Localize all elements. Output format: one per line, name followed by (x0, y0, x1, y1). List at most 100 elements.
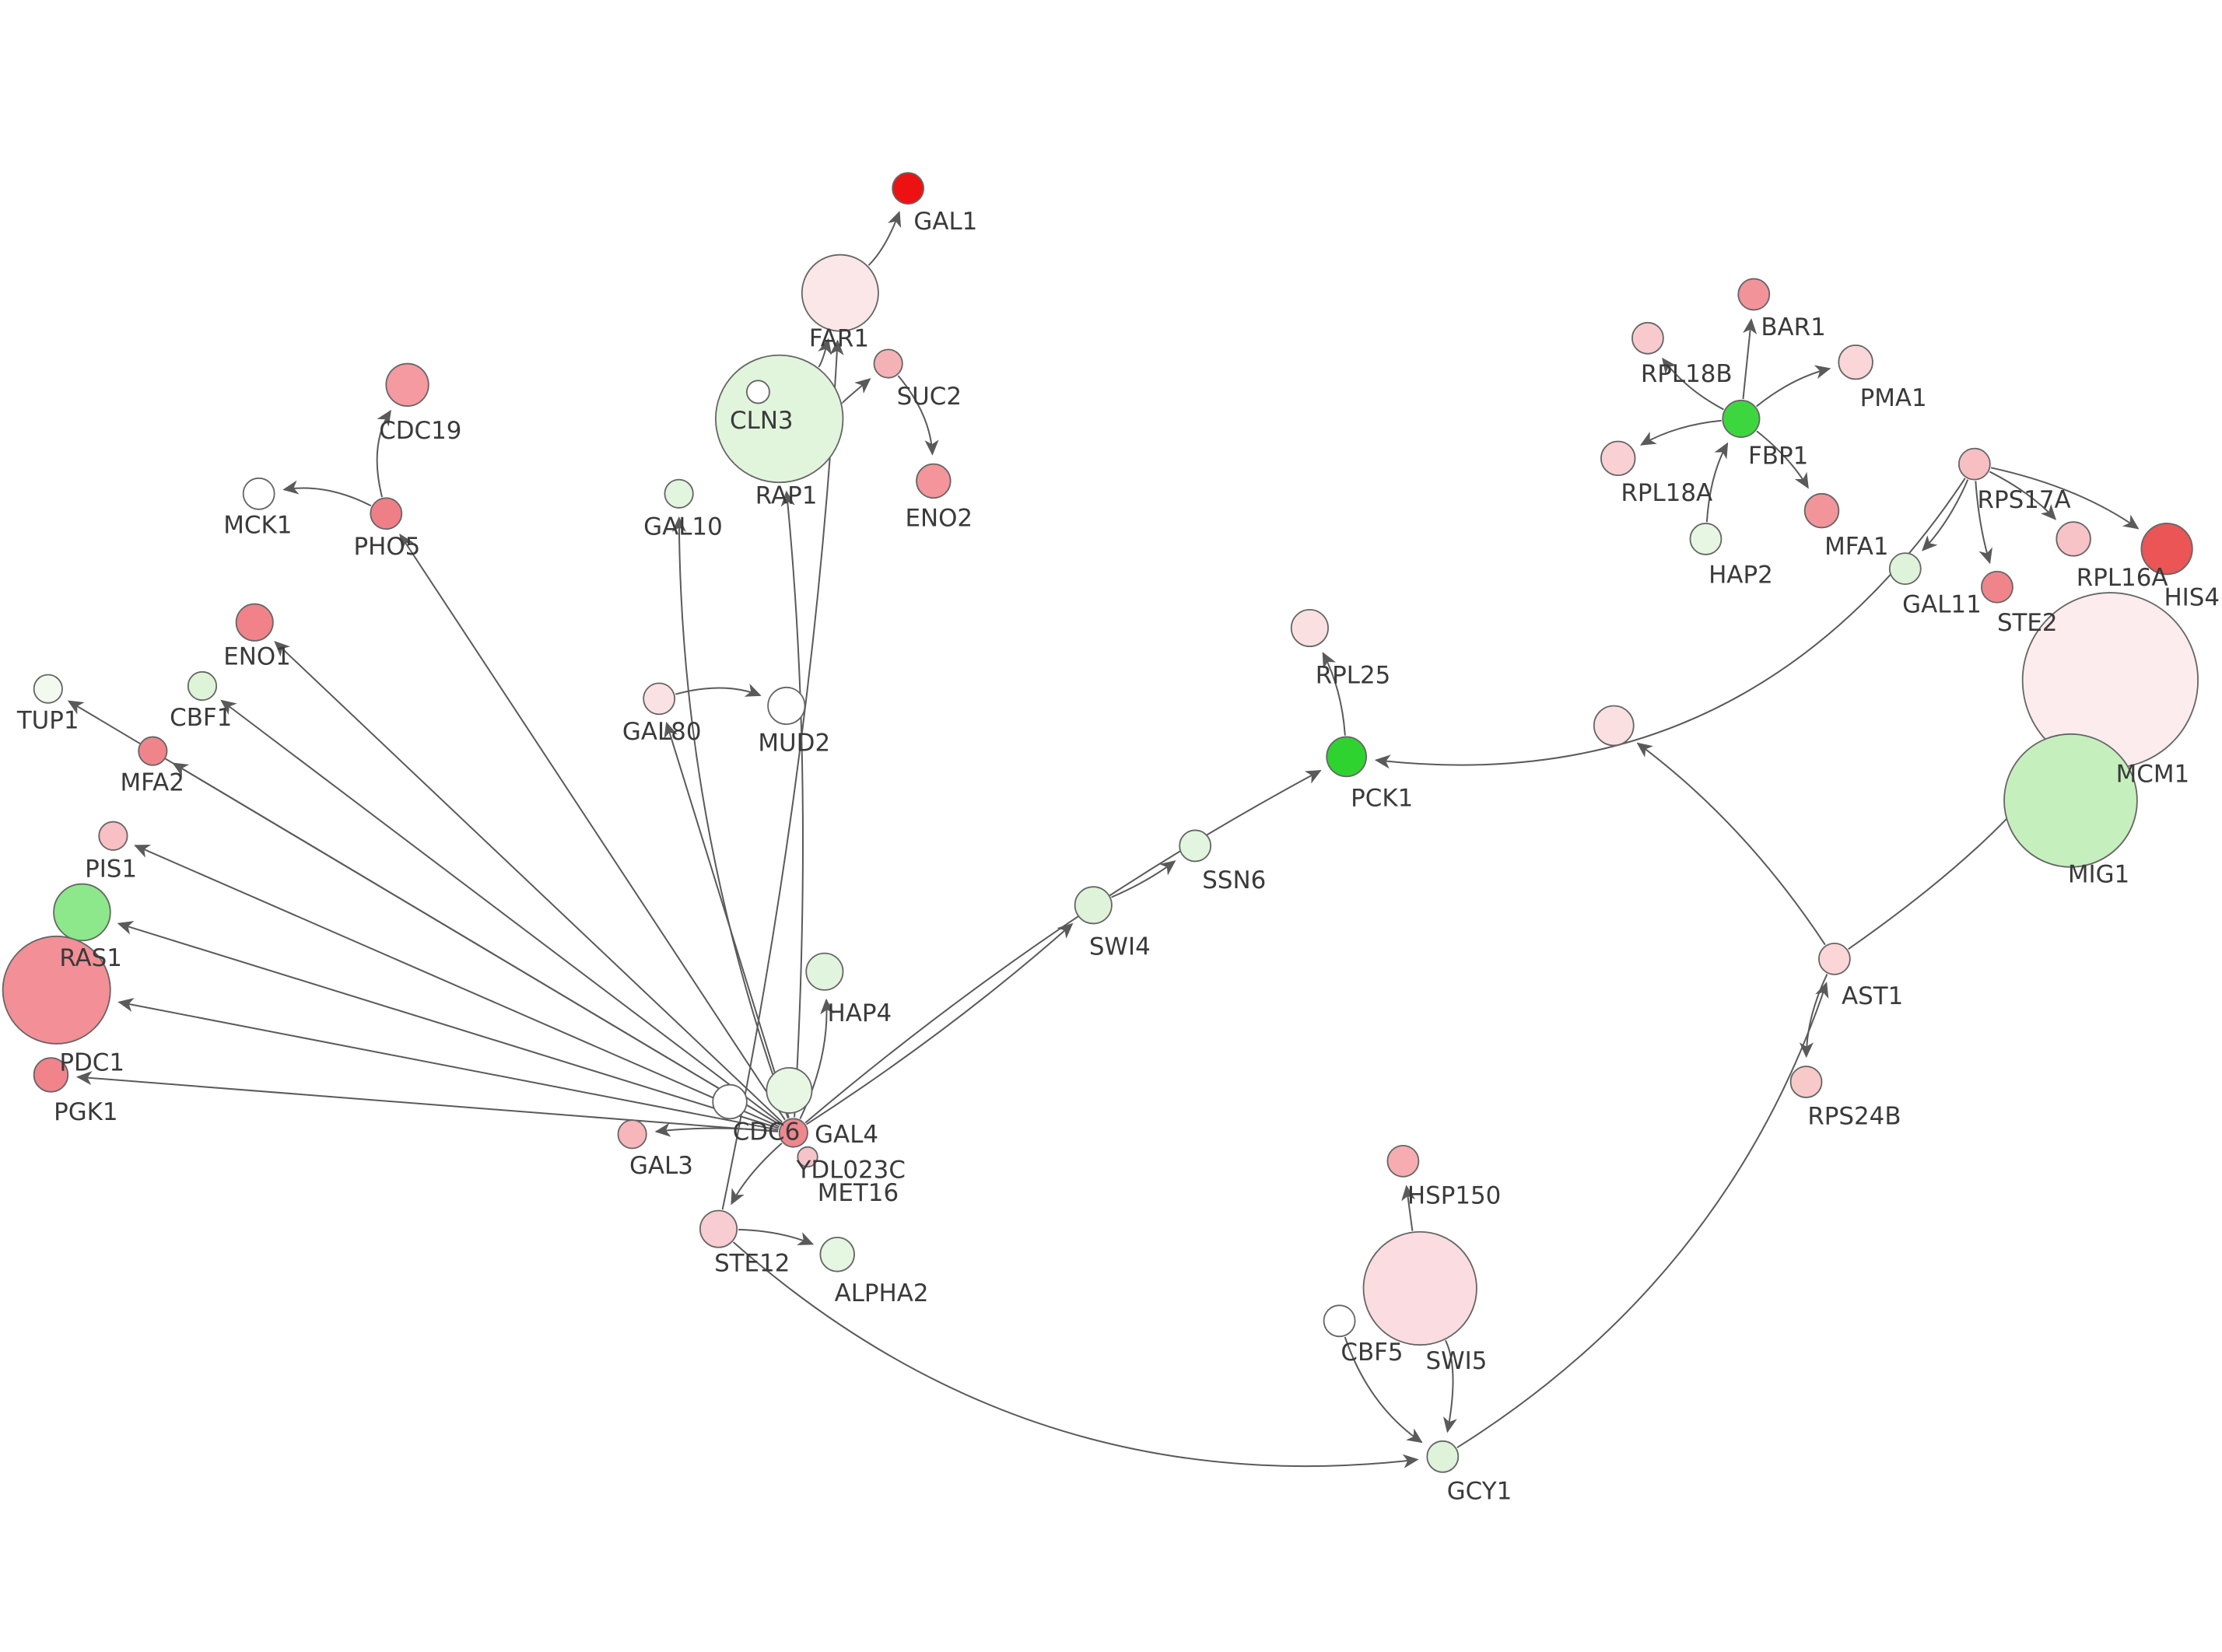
node-CDC6[interactable] (712, 1083, 748, 1120)
edge-STE12-ALPHA2[interactable] (738, 1228, 815, 1245)
edge-GAL4-SWI4[interactable] (806, 922, 1074, 1125)
node-FBP1[interactable] (1722, 399, 1761, 438)
nodes-layer (2, 172, 2199, 1473)
node-label-AST1: AST1 (1842, 982, 1903, 1010)
node-RPS17A[interactable] (1957, 447, 1991, 481)
node-label-SUC2: SUC2 (897, 383, 962, 411)
node-PDC1[interactable] (2, 935, 111, 1045)
edge-SWI5-HSP150[interactable] (1401, 1185, 1416, 1231)
node-MUD2[interactable] (767, 686, 806, 726)
edge-FBP1-BAR1[interactable] (1742, 318, 1758, 400)
edge-GAL4-PGK1[interactable] (75, 1071, 778, 1132)
node-SUC2[interactable] (873, 348, 903, 379)
node-GAL80[interactable] (643, 682, 676, 716)
edge-GAL4-PIS1[interactable] (134, 845, 780, 1128)
edge-GAL4-RAP1[interactable] (780, 490, 804, 1118)
node-RPL18B[interactable] (1631, 321, 1664, 355)
edge-FAR1-GAL1[interactable] (867, 211, 902, 266)
edge-STE12-GCY1[interactable] (732, 1241, 1419, 1468)
edge-GCY1-AST1[interactable] (1456, 982, 1829, 1449)
node-AST1[interactable] (1817, 942, 1851, 975)
node-HSP150[interactable] (1386, 1144, 1420, 1178)
edge-RPS17A-HIS4[interactable] (1990, 467, 2140, 530)
edge-GAL4-GAL3[interactable] (654, 1122, 779, 1137)
node-GAL11[interactable] (1888, 552, 1922, 586)
edge-RAP1-SUC2[interactable] (841, 378, 871, 404)
node-TUP1[interactable] (33, 674, 63, 704)
node-label-GAL4: GAL4 (815, 1121, 878, 1149)
node-BAR1[interactable] (1737, 278, 1771, 311)
node-RAS1[interactable] (53, 883, 111, 942)
edge-STE12-FAR1[interactable] (721, 339, 844, 1210)
edge-RPS17A-STE2[interactable] (1975, 481, 1992, 565)
node-HAP4[interactable] (805, 952, 844, 991)
node-PHO5[interactable] (370, 497, 403, 530)
edge-GAL4-RAS1[interactable] (117, 921, 780, 1129)
node-ALPHA2[interactable] (819, 1237, 855, 1272)
edge-GAL4-GAL10[interactable] (671, 516, 789, 1119)
node-HAP2[interactable] (1689, 523, 1723, 555)
node-GAL10[interactable] (664, 478, 694, 509)
node-STE2[interactable] (1981, 570, 2013, 604)
node-GCY1[interactable] (1426, 1440, 1460, 1473)
node-YDL023C[interactable] (766, 1066, 813, 1114)
node-MFA2[interactable] (138, 736, 168, 766)
edge-GAL4-CBF1[interactable] (220, 699, 782, 1125)
edge-FBP1-PMA1[interactable] (1756, 365, 1831, 408)
node-PCK1[interactable] (1326, 736, 1368, 778)
node-PMA1[interactable] (1838, 344, 1873, 380)
edge-RPS17A-PCK1[interactable] (1374, 478, 1966, 769)
edge-CBF5-GCY1[interactable] (1344, 1336, 1423, 1444)
node-CBF5[interactable] (1323, 1304, 1356, 1338)
node-SWI4[interactable] (1074, 886, 1113, 925)
edge-GAL4-PHO5[interactable] (399, 533, 786, 1121)
node-RPL16A[interactable] (2056, 521, 2091, 557)
edge-GAL4-MFA2[interactable] (172, 762, 781, 1126)
node-MET16[interactable] (797, 1146, 818, 1168)
node-RPS24B[interactable] (1789, 1066, 1823, 1098)
node-RPL25[interactable] (1290, 608, 1329, 648)
edge-PHO5-MCK1[interactable] (282, 480, 372, 507)
edge-PCK1-RPL25[interactable] (1322, 652, 1346, 736)
edge-SWI4-SSN6[interactable] (1111, 860, 1176, 898)
node-SWI5[interactable] (1362, 1230, 1477, 1346)
edge-FBP1-RPL18A[interactable] (1639, 419, 1722, 446)
edge-FBP1-MFA1[interactable] (1756, 430, 1809, 489)
node-CDC19[interactable] (385, 362, 429, 407)
edge-RPS17A-RPL16A[interactable] (1989, 471, 2057, 520)
node-MFA1[interactable] (1803, 492, 1840, 529)
node-ENO2[interactable] (916, 463, 952, 499)
edge-PHO5-CDC19[interactable] (376, 409, 391, 498)
edge-FBP1-RPL18B[interactable] (1662, 357, 1724, 411)
node-FAR1[interactable] (801, 254, 879, 332)
edge-HAP2-FBP1[interactable] (1705, 442, 1729, 523)
edge-RAP1-FAR1[interactable] (818, 338, 832, 368)
node-PGK1[interactable] (33, 1057, 69, 1093)
edge-GAL4-STE12[interactable] (731, 1143, 783, 1206)
edge-SUC2-ENO2[interactable] (897, 375, 939, 456)
node-RPL18A[interactable] (1600, 440, 1636, 477)
node-MCK1[interactable] (242, 477, 275, 510)
node-PIS1[interactable] (98, 821, 128, 851)
node-MIG1[interactable] (2003, 733, 2138, 868)
node-GAL1[interactable] (892, 172, 925, 205)
edge-GAL4-PCK1[interactable] (804, 770, 1322, 1124)
edge-AST1-NODE_U[interactable] (1636, 742, 1826, 946)
node-STE12[interactable] (699, 1209, 738, 1248)
node-ENO1[interactable] (235, 603, 274, 642)
node-GAL3[interactable] (617, 1119, 647, 1150)
edge-AST1-RPS24B[interactable] (1799, 974, 1828, 1059)
edge-GAL4-PDC1[interactable] (117, 998, 779, 1131)
edge-GAL4-ENO1[interactable] (274, 641, 783, 1123)
edge-GAL80-MUD2[interactable] (675, 683, 762, 697)
node-SSN6[interactable] (1179, 829, 1212, 863)
node-HIS4[interactable] (2140, 523, 2193, 576)
edge-RPS17A-GAL11[interactable] (1922, 479, 1969, 551)
edge-SWI5-GCY1[interactable] (1442, 1339, 1457, 1433)
node-NODE_U[interactable] (1593, 705, 1635, 747)
node-GAL4[interactable] (778, 1118, 808, 1148)
node-CBF1[interactable] (187, 670, 218, 702)
node-CLN3[interactable] (745, 380, 770, 404)
